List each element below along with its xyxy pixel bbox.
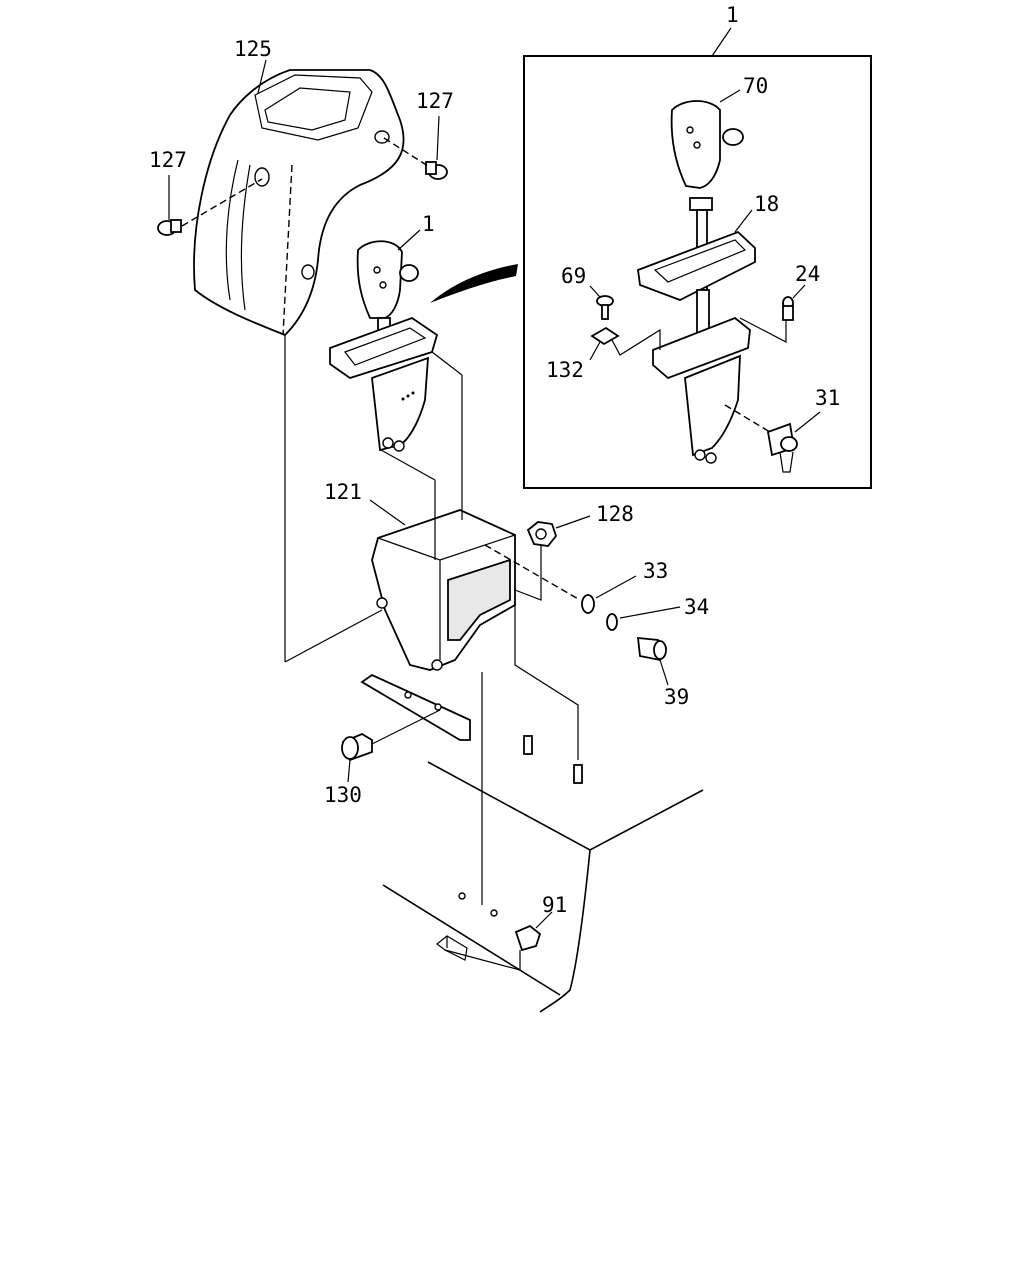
leader-121: [369, 499, 406, 526]
label-24: 24: [795, 262, 820, 286]
leader-34: [619, 606, 681, 619]
pointer-arrow: [430, 264, 518, 303]
part-34-lock-washer: [606, 613, 618, 631]
part-39-bolt: [636, 636, 668, 662]
label-128: 128: [596, 502, 634, 526]
dash-127-left: [181, 178, 263, 227]
line-128-down: [514, 546, 542, 601]
label-1-inset: 1: [726, 3, 739, 27]
line-91: [444, 949, 521, 971]
label-69: 69: [561, 264, 586, 288]
label-39: 39: [664, 685, 689, 709]
label-1-main: 1: [422, 212, 435, 236]
dash-31: [724, 404, 771, 433]
leader-132: [589, 341, 601, 361]
stud-right: [573, 764, 583, 784]
label-34: 34: [684, 595, 709, 619]
leader-39: [659, 659, 669, 686]
part-91-plug: [514, 924, 542, 952]
part-125-console-cover: [193, 69, 405, 337]
part-128-nut: [526, 521, 558, 547]
line-130: [371, 709, 441, 745]
leader-125: [257, 59, 267, 94]
dash-132: [611, 328, 661, 356]
dash-127-right: [383, 137, 429, 167]
part-31-switch: [766, 422, 798, 473]
part-121-base-frame: [360, 509, 516, 741]
label-31: 31: [815, 386, 840, 410]
leader-31: [794, 411, 821, 433]
part-130-bolt: [341, 732, 373, 762]
label-18: 18: [754, 192, 779, 216]
stud-left: [523, 735, 533, 755]
line-lever-to-frame-3: [431, 351, 463, 376]
inset-detail-frame: [523, 55, 872, 489]
line-lever-to-frame-1: [380, 449, 436, 481]
label-130: 130: [324, 783, 362, 807]
label-121: 121: [324, 480, 362, 504]
part-1-inset-assembly: [652, 289, 751, 464]
part-127-fastener-right: [425, 161, 448, 180]
part-127-fastener-left: [157, 219, 182, 236]
label-33: 33: [643, 559, 668, 583]
dash-cover-right-edge: [282, 164, 293, 336]
part-132-washer: [590, 326, 620, 346]
leader-18: [734, 209, 753, 233]
leader-70: [719, 89, 741, 103]
floor-panel: [382, 761, 704, 1013]
part-24-pin: [782, 296, 794, 321]
label-127-left: 127: [149, 148, 187, 172]
part-18-plate: [637, 197, 756, 301]
leader-91: [535, 911, 553, 929]
leader-1-main: [397, 229, 421, 251]
inset-leader-1: [711, 27, 732, 57]
leader-69: [589, 285, 601, 298]
leader-130: [347, 759, 351, 783]
line-cover-to-frame: [284, 609, 383, 663]
dash-33: [484, 544, 581, 601]
leader-33: [595, 575, 637, 599]
label-127-right: 127: [416, 89, 454, 113]
part-1-lever-assembly: [329, 240, 439, 452]
leader-127-right: [436, 115, 440, 161]
label-132: 132: [546, 358, 584, 382]
part-33-washer: [581, 594, 595, 614]
label-70: 70: [743, 74, 768, 98]
part-70-knob: [670, 100, 744, 189]
leader-128: [555, 515, 591, 529]
line-frame-to-stud: [514, 605, 579, 760]
label-91: 91: [542, 893, 567, 917]
part-69-screw: [596, 295, 614, 320]
dash-24: [739, 317, 787, 343]
leader-24: [792, 284, 806, 299]
label-125: 125: [234, 37, 272, 61]
